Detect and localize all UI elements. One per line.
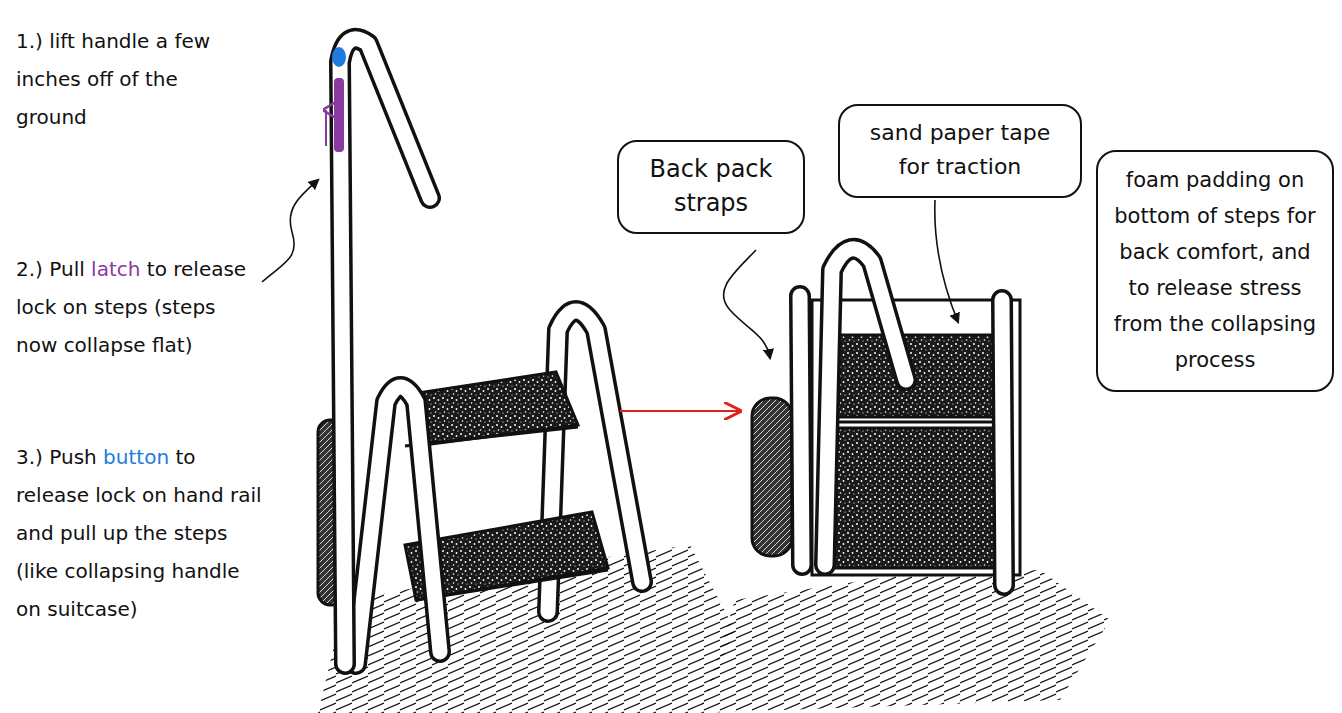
callout-text: sand paper tape for traction: [852, 116, 1068, 184]
part-name: button: [97, 445, 169, 469]
open-step-stool: [318, 39, 642, 664]
backpack-strap: [752, 398, 792, 556]
callout-box: foam padding on bottom of steps for back…: [1096, 150, 1334, 392]
folded-step-stool: [752, 249, 1020, 585]
floor-hatching: [700, 570, 1110, 713]
instruction-text: to release lock on hand rail and pull up…: [16, 445, 262, 621]
latch: [334, 78, 344, 152]
folded-step: [830, 428, 1010, 568]
part-name: latch: [85, 257, 141, 281]
leader-line: [935, 200, 958, 322]
transition-arrow: [620, 410, 740, 412]
callout-box: sand paper tape for traction: [838, 104, 1082, 198]
callout-text: foam padding on bottom of steps for back…: [1110, 162, 1320, 378]
button: [332, 47, 346, 67]
instruction-step: 2.) Pull latch to release lock on steps …: [16, 250, 252, 364]
instruction-step: 3.) Push button to release lock on hand …: [16, 438, 266, 628]
instruction-text: 2.) Pull: [16, 257, 85, 281]
leader-line: [262, 180, 318, 282]
instruction-text: 3.) Push: [16, 445, 97, 469]
folded-step: [830, 335, 1010, 417]
lift-arrow: [325, 110, 327, 146]
instruction-text: 1.) lift handle a few inches off of the …: [16, 29, 210, 129]
instruction-step: 1.) lift handle a few inches off of the …: [16, 22, 246, 136]
upper-step: [405, 372, 578, 446]
callout-text: Back pack straps: [631, 152, 791, 220]
callout-box: Back pack straps: [617, 140, 805, 234]
leader-line: [724, 250, 770, 358]
